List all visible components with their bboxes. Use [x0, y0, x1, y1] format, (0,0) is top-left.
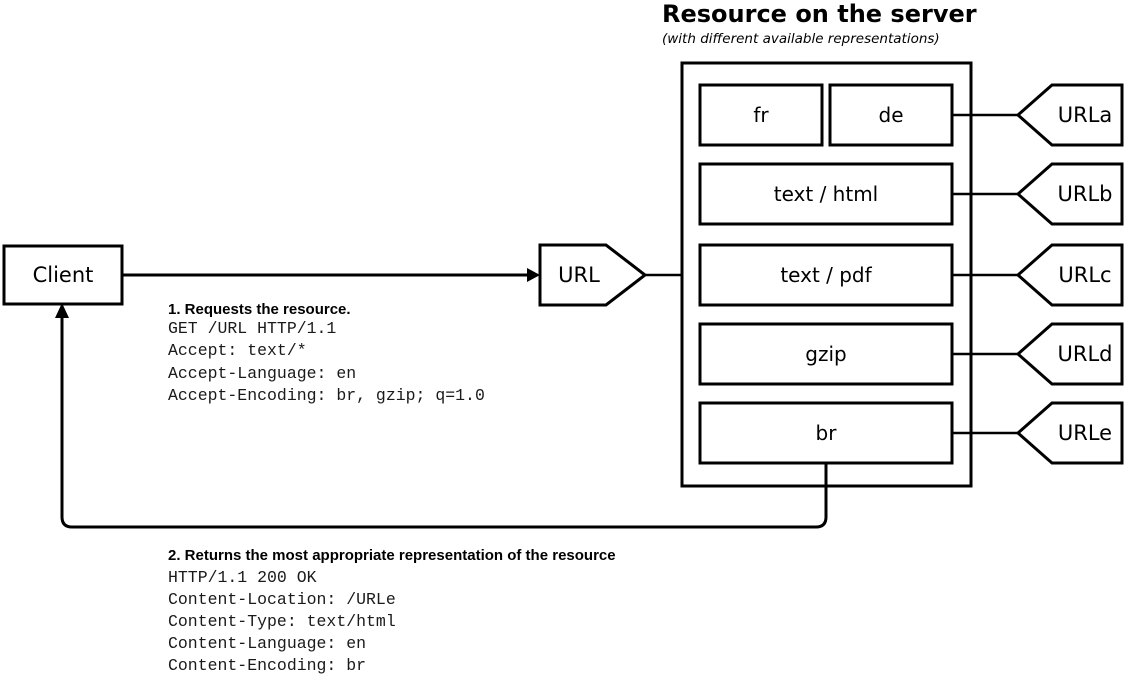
- representation-box-text-pdf: [698, 243, 954, 307]
- url-tag-urld: [1015, 322, 1124, 386]
- request-line-3: Accept-Language: en: [168, 364, 356, 383]
- server-title: Resource on the server: [662, 0, 977, 28]
- url-tag-urlc: [1015, 243, 1124, 307]
- representation-box-text-html-label: text / html: [774, 182, 878, 206]
- url-tag-urla: [1015, 83, 1124, 147]
- response-arrowhead: [55, 303, 69, 318]
- response-line-1: HTTP/1.1 200 OK: [168, 568, 317, 587]
- url-node: [538, 243, 648, 307]
- response-line-5: Content-Encoding: br: [168, 656, 366, 675]
- url-node-label: URL: [558, 263, 600, 287]
- url-tag-urla-label: URLa: [1058, 103, 1113, 127]
- representation-box-text-pdf-label: text / pdf: [780, 263, 872, 287]
- representation-box-fr-label: fr: [753, 103, 769, 127]
- representation-box-gzip-label: gzip: [805, 342, 846, 366]
- url-tag-urld-label: URLd: [1058, 342, 1113, 366]
- response-line-4: Content-Language: en: [168, 634, 366, 653]
- url-tag-urle-label: URLe: [1058, 421, 1112, 445]
- representation-box-gzip: [698, 322, 954, 386]
- representation-box-br-label: br: [816, 421, 838, 445]
- request-line-4: Accept-Encoding: br, gzip; q=1.0: [168, 386, 485, 405]
- response-line-3: Content-Type: text/html: [168, 612, 396, 631]
- server-subtitle: (with different available representation…: [662, 31, 940, 47]
- url-tag-urlb: [1015, 162, 1124, 226]
- representation-box-de-label: de: [879, 103, 904, 127]
- client-label: Client: [33, 263, 94, 287]
- representation-box-de: [828, 83, 954, 147]
- url-tag-urlb-label: URLb: [1058, 182, 1113, 206]
- request-line-1: GET /URL HTTP/1.1: [168, 319, 336, 338]
- request-line-2: Accept: text/*: [168, 341, 307, 360]
- representation-box-fr: [698, 83, 824, 147]
- request-heading: 1. Requests the resource.: [168, 301, 351, 318]
- response-path: [60, 316, 828, 529]
- request-arrowhead: [527, 268, 540, 282]
- response-heading: 2. Returns the most appropriate represen…: [168, 547, 616, 564]
- url-tag-urle: [1015, 401, 1124, 465]
- response-line-2: Content-Location: /URLe: [168, 590, 396, 609]
- url-tag-urlc-label: URLc: [1058, 263, 1111, 287]
